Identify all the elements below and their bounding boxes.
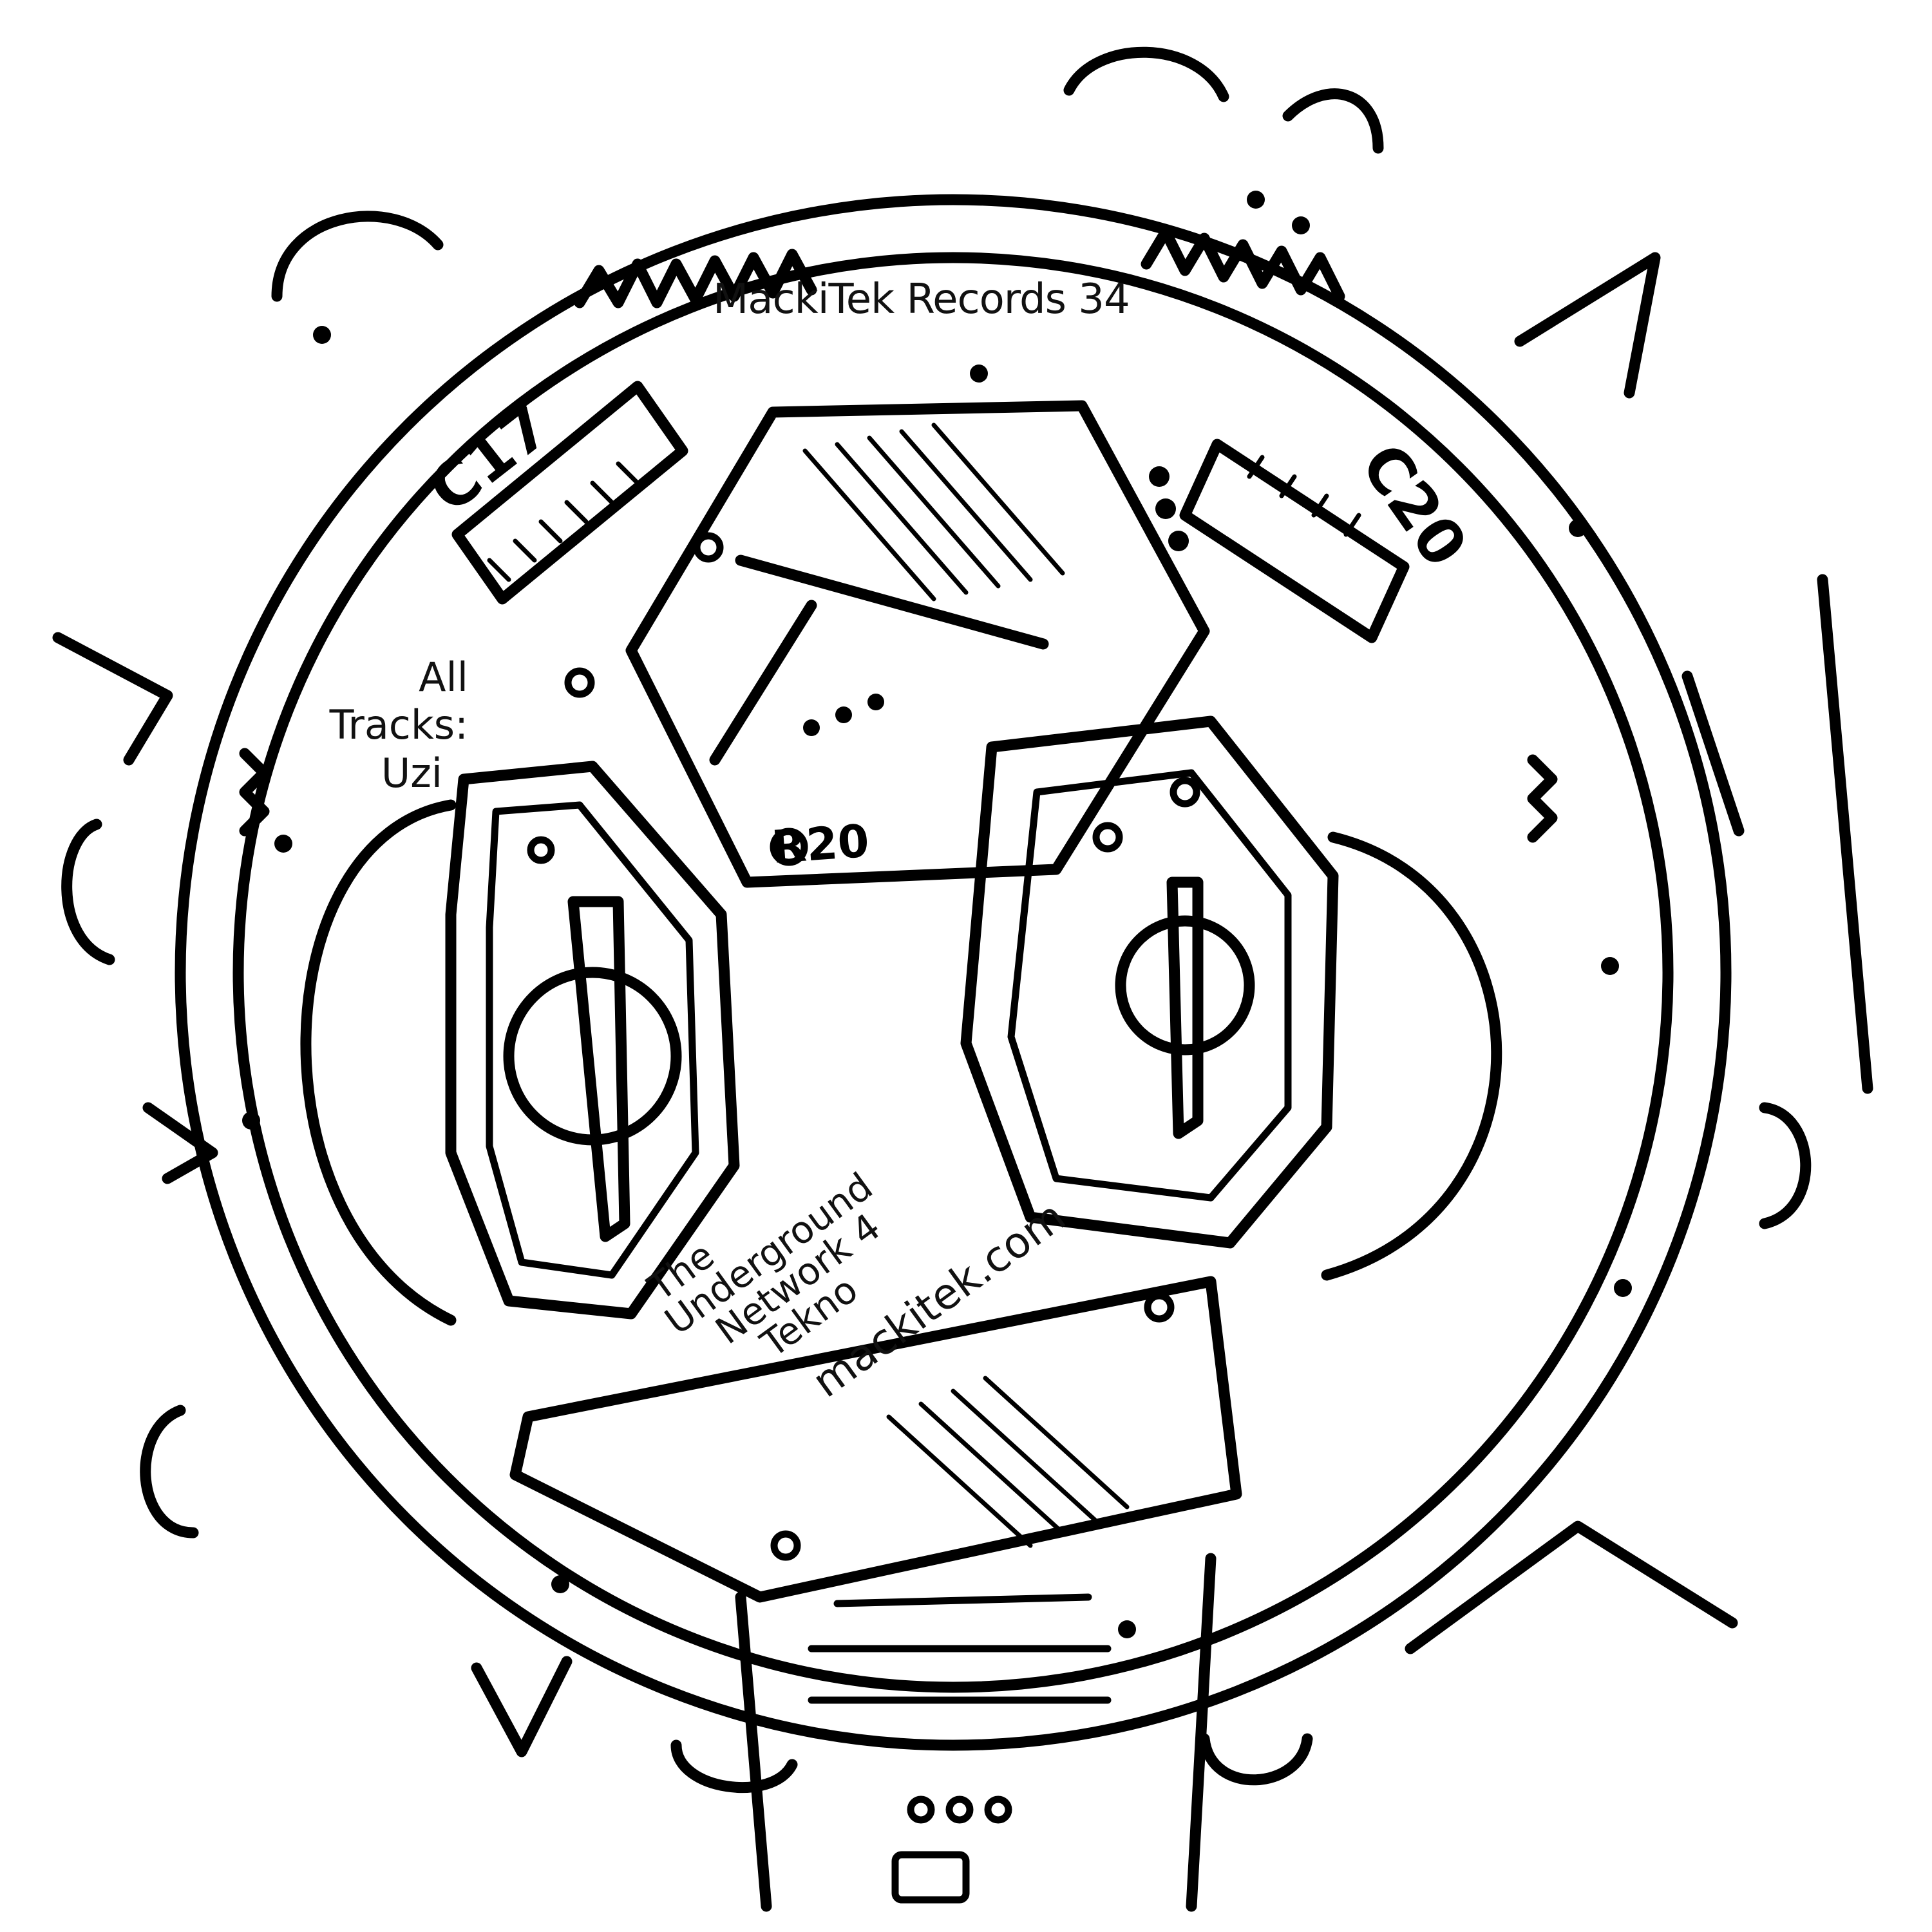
credits-heading: All Tracks: [329, 654, 468, 749]
credits-artist: Uzi [381, 749, 442, 797]
outer-gear-ring [52, 46, 1873, 1794]
release-title: MackiTek Records 34 [713, 276, 1130, 323]
svg-text:C20: C20 [1347, 431, 1481, 580]
inner-machine [300, 381, 1502, 1912]
credits-block: All Tracks: Uzi [275, 654, 468, 797]
hand-lettering: C17 C20 R20 [415, 389, 1481, 874]
